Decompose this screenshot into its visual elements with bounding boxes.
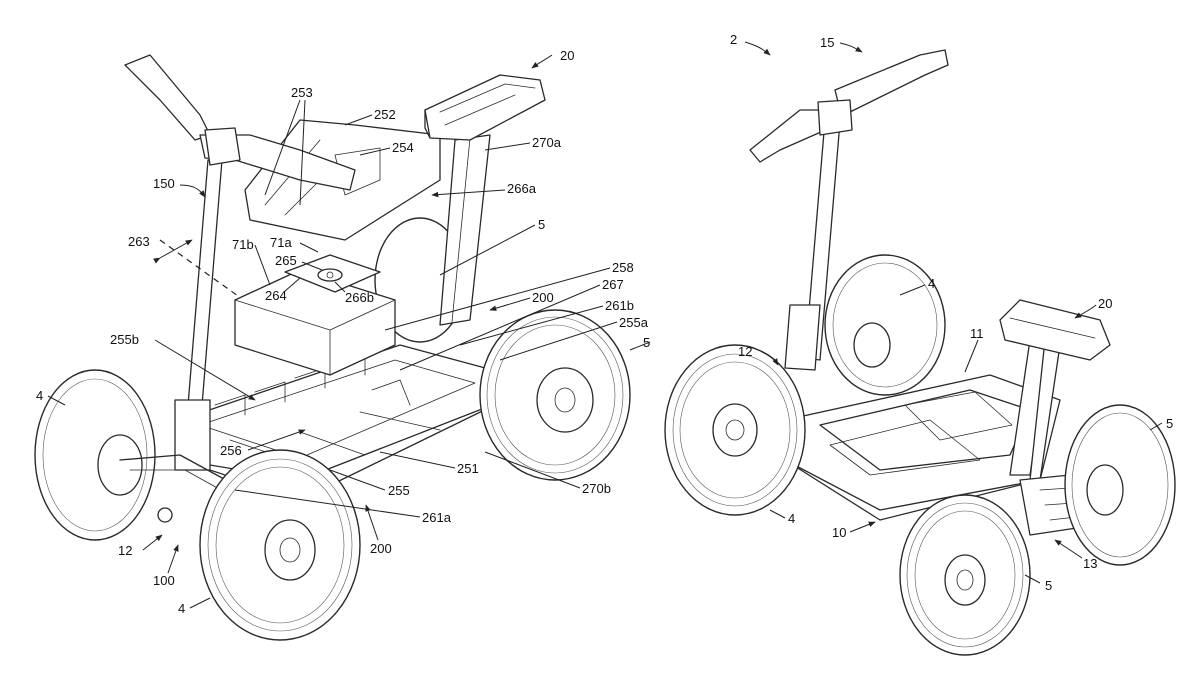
r-wheel-front-left [664,344,806,516]
wheel-front-right [199,449,361,641]
ref-label: 263 [128,234,150,249]
right-vehicle-drawing [664,49,1176,656]
ref-label: 266b [345,290,374,305]
ref-label: 261a [422,510,452,525]
ref-label: 2 [730,32,737,47]
ref-label: 255a [619,315,649,330]
ref-label: 267 [602,277,624,292]
ref-label: 270b [582,481,611,496]
ref-label: 252 [374,107,396,122]
left-leaders [47,54,651,609]
ref-label: 261b [605,298,634,313]
ref-label: 5 [643,335,650,350]
ref-label: 270a [532,135,562,150]
ref-label: 71a [270,235,292,250]
ref-label: 258 [612,260,634,275]
ref-label: 4 [178,601,185,616]
ref-label: 4 [928,276,935,291]
ref-label: 5 [1166,416,1173,431]
ref-label: 255 [388,483,410,498]
ref-label: 4 [36,388,43,403]
ref-label: 12 [738,344,752,359]
left-vehicle-drawing [34,54,631,641]
r-wheel-back-right [824,254,946,396]
ref-label: 266a [507,181,537,196]
ref-label: 150 [153,176,175,191]
ref-label: 15 [820,35,834,50]
seat-assembly [424,74,546,326]
ref-label: 12 [118,543,132,558]
r-steering-column [749,49,949,371]
right-leaders [744,41,1163,584]
ref-label: 10 [832,525,846,540]
r-wheel-rear-far [1064,404,1176,566]
wheel-rear-right [479,309,631,481]
r-wheel-front-right [899,494,1031,656]
right-view-labels: 2 15 20 4 12 11 5 4 10 13 5 [730,32,1173,593]
ref-label: 200 [532,290,554,305]
ref-label: 255b [110,332,139,347]
r-seat-assembly [999,299,1111,481]
ref-label: 200 [370,541,392,556]
battery-box [234,254,396,376]
ref-label: 254 [392,140,414,155]
left-view-labels: 20 253 252 254 270a 150 266a 5 263 71b 7… [36,48,650,616]
ref-label: 20 [1098,296,1112,311]
ref-label: 264 [265,288,287,303]
front-axle [119,454,236,523]
ref-label: 256 [220,443,242,458]
ref-label: 100 [153,573,175,588]
ref-label: 251 [457,461,479,476]
ref-label: 11 [970,326,984,341]
ref-label: 13 [1083,556,1097,571]
ref-label: 5 [1045,578,1052,593]
ref-label: 20 [560,48,574,63]
ref-label: 5 [538,217,545,232]
ref-label: 4 [788,511,795,526]
ref-label: 253 [291,85,313,100]
wheel-front-left [34,369,156,541]
ref-label: 265 [275,253,297,268]
ref-label: 71b [232,237,254,252]
